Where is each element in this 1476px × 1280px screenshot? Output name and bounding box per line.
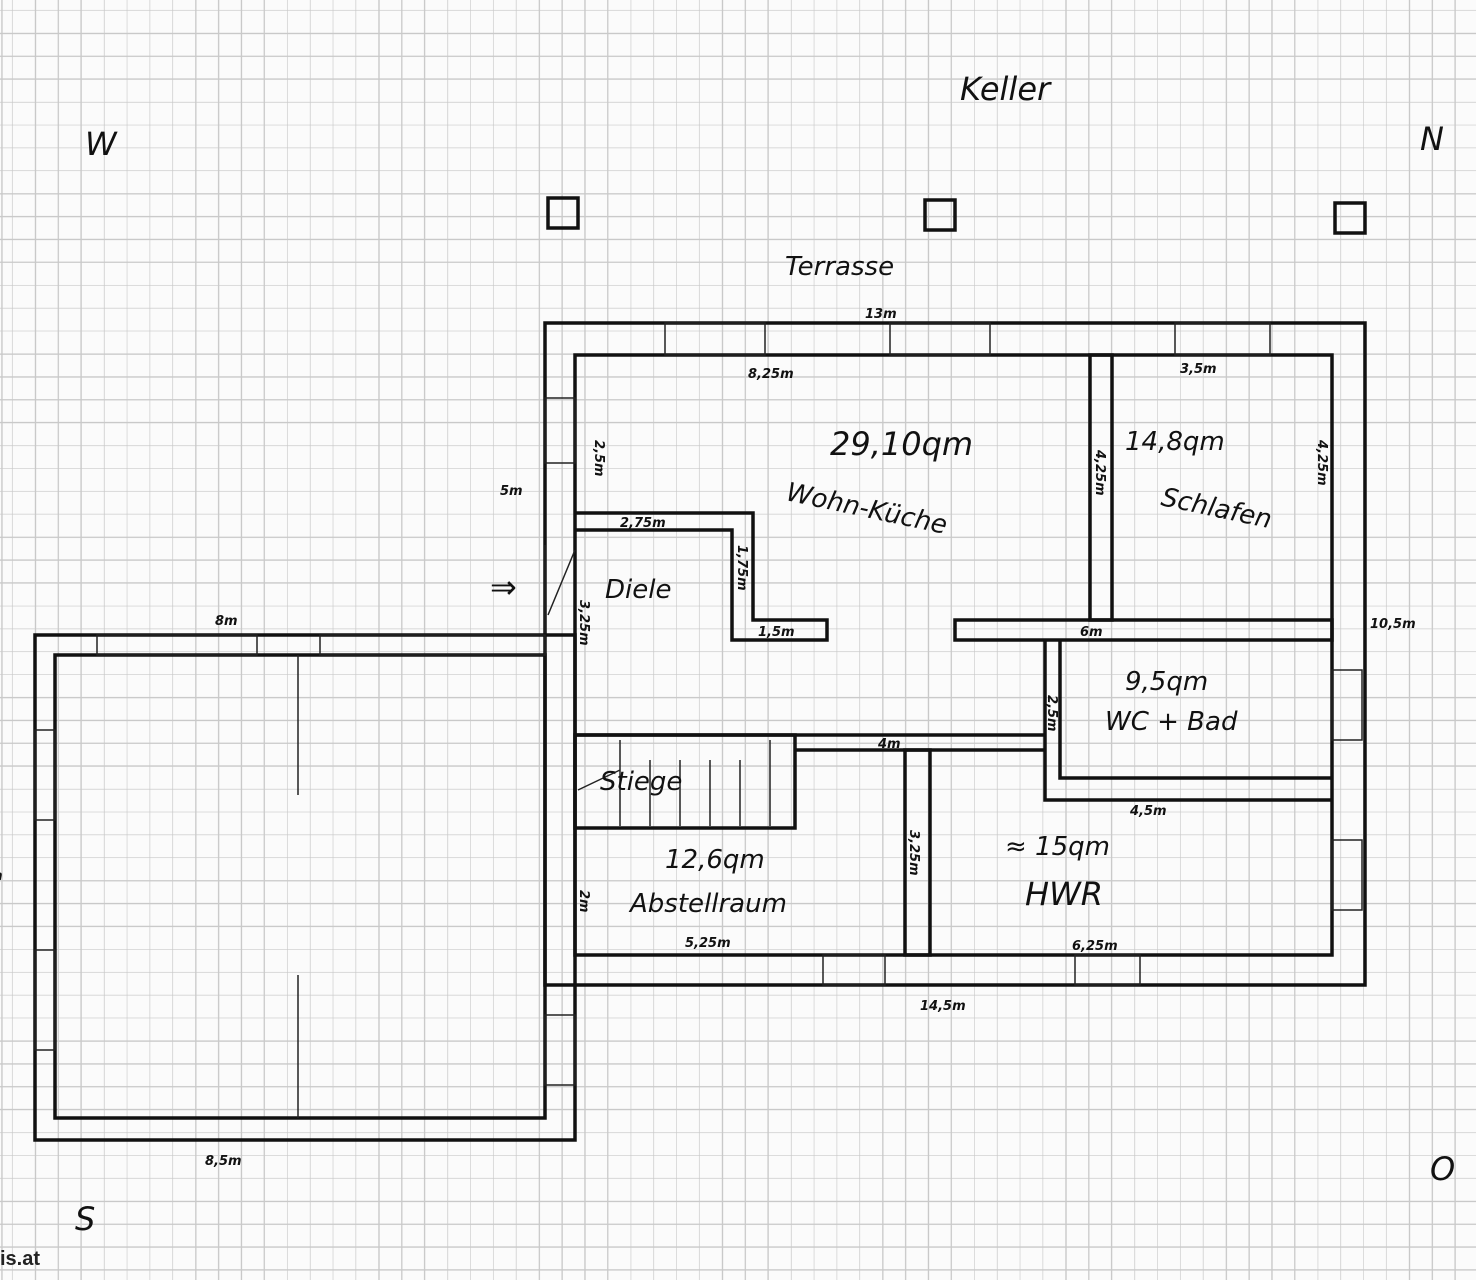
watermark: is.at <box>0 1248 41 1270</box>
bath-area: 9,5qm <box>1125 667 1208 697</box>
bedroom-name: Schlafen <box>1159 483 1275 536</box>
dim-east-side: 10,5m <box>1370 617 1416 632</box>
dim-diele-left: 3,25m <box>576 600 591 646</box>
dim-bath-bottom: 4,5m <box>1129 804 1167 819</box>
dim-kitchen-width: 8,25m <box>748 367 794 382</box>
dim-diele-top: 2,75m <box>620 516 666 531</box>
dim-storage-side: 2m <box>576 890 591 913</box>
bedroom-area: 14,8qm <box>1125 427 1225 457</box>
compass-north: N <box>1420 120 1444 158</box>
bath-name: WC + Bad <box>1105 707 1238 737</box>
dim-hwr-wall: 3,25m <box>906 830 921 876</box>
left-wing-walls <box>33 633 577 1142</box>
pillar <box>546 196 580 230</box>
hall-name: Diele <box>605 575 671 605</box>
terrace-pillars <box>546 196 1367 235</box>
dim-diele-side: 1,75m <box>734 545 749 591</box>
dim-hwr-bottom: 6,25m <box>1072 939 1118 954</box>
kitchen-area: 29,10qm <box>830 425 973 463</box>
compass-west: W <box>85 125 118 163</box>
pillar <box>923 198 957 232</box>
main-building-walls <box>543 321 1367 987</box>
dim-bottom-outer: 14,5m <box>920 999 966 1014</box>
dim-bath-side: 2,5m <box>1044 695 1059 732</box>
dim-top-outer: 13m <box>865 307 897 322</box>
terrace-label: Terrasse <box>785 252 894 282</box>
dim-storage-bottom: 5,25m <box>685 936 731 951</box>
storage-area: 12,6qm <box>665 845 765 875</box>
dim-west-side: 5m <box>500 484 523 499</box>
dim-wing-bottom: 8,5m <box>205 1154 242 1169</box>
dim-bedroom-wall: 4,25m <box>1092 449 1107 496</box>
dim-diele-stub: 1,5m <box>758 625 795 640</box>
storage-name: Abstellraum <box>628 889 787 919</box>
kitchen-name: Wohn-Küche <box>784 478 950 541</box>
dim-wing-side: 7m <box>0 869 3 884</box>
compass-east: O <box>1430 1150 1455 1188</box>
utility-name: HWR <box>1025 875 1103 913</box>
dim-bedroom-right: 4,25m <box>1314 439 1329 486</box>
dim-bedroom-width: 3,5m <box>1180 362 1217 377</box>
plan-title: Keller <box>960 70 1052 108</box>
dim-corridor-wall: 6m <box>1080 625 1103 640</box>
compass-south: S <box>75 1200 95 1238</box>
dim-west-window: 2,5m <box>591 440 606 477</box>
entrance-arrow: ⇒ <box>490 568 517 606</box>
pillar <box>1333 201 1367 235</box>
dim-wing-top: 8m <box>215 614 238 629</box>
stairs-name: Stiege <box>600 767 682 797</box>
utility-area: ≈ 15qm <box>1005 832 1110 862</box>
dim-stair-wall: 4m <box>877 737 901 752</box>
